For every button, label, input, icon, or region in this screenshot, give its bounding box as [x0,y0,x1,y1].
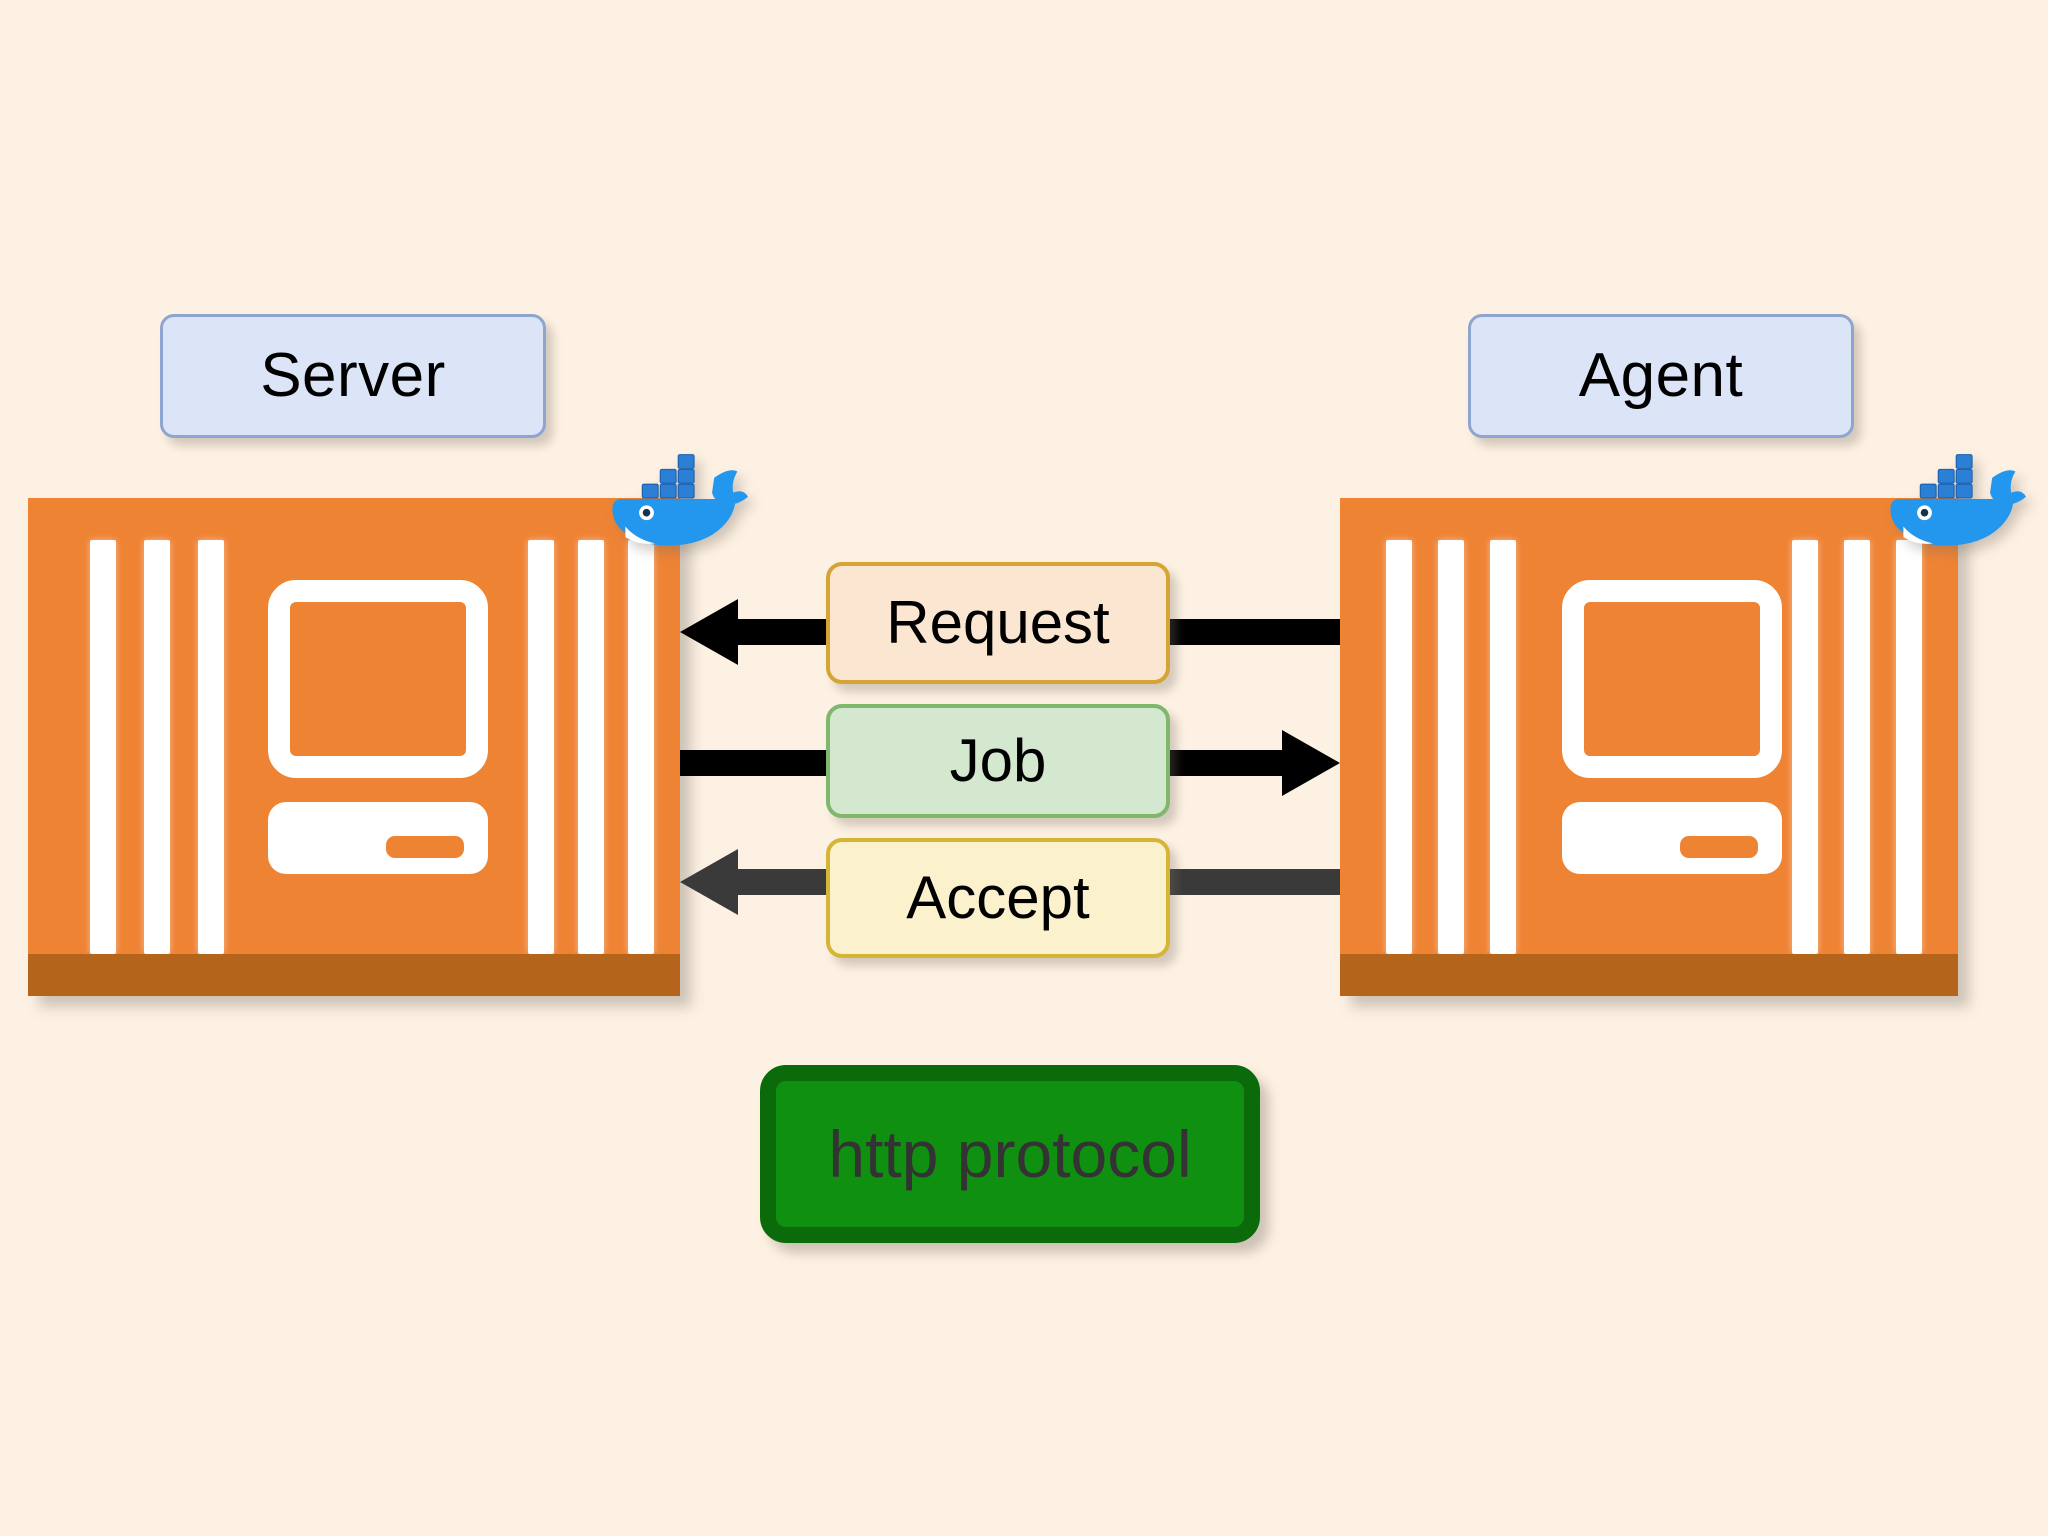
server-vent-bar-4 [528,540,554,954]
docker-whale-icon-agent [1890,454,2026,546]
server-box-base [28,954,680,996]
server-monitor-shape [268,580,488,778]
agent-vent-bar-5 [1844,540,1870,954]
arrow-request-head [680,599,738,665]
server-keyboard-slot [386,836,464,858]
agent-vent-bar-1 [1386,540,1412,954]
server-vent-bar-1 [90,540,116,954]
agent-box [1340,454,2026,996]
arrow-job-head [1282,730,1340,796]
protocol-banner-label: http protocol [828,1117,1192,1191]
agent-box-body [1340,498,1958,996]
agent-vent-bar-6 [1896,540,1922,954]
server-computer-icon [268,580,488,880]
server-vent-bar-6 [628,540,654,954]
node-title-agent: Agent [1468,314,1854,438]
server-vent-bar-3 [198,540,224,954]
server-vent-bar-5 [578,540,604,954]
node-title-server-label: Server [260,341,446,410]
agent-vent-bar-2 [1438,540,1464,954]
agent-keyboard-shape [1562,802,1782,874]
arrow-accept-head [680,849,738,915]
protocol-banner: http protocol [760,1065,1260,1243]
server-box-body [28,498,680,996]
node-title-server: Server [160,314,546,438]
agent-vent-bar-3 [1490,540,1516,954]
server-vent-bar-2 [144,540,170,954]
message-label-job: Job [826,704,1170,818]
agent-box-base [1340,954,1958,996]
message-label-request: Request [826,562,1170,684]
message-label-accept: Accept [826,838,1170,958]
message-label-accept-text: Accept [906,864,1090,931]
agent-computer-icon [1562,580,1782,880]
server-box [28,454,748,996]
agent-keyboard-slot [1680,836,1758,858]
message-label-job-text: Job [949,727,1047,794]
server-keyboard-shape [268,802,488,874]
message-label-request-text: Request [886,589,1110,656]
agent-monitor-shape [1562,580,1782,778]
agent-vent-bar-4 [1792,540,1818,954]
docker-whale-icon-server [612,454,748,546]
node-title-agent-label: Agent [1578,341,1744,410]
